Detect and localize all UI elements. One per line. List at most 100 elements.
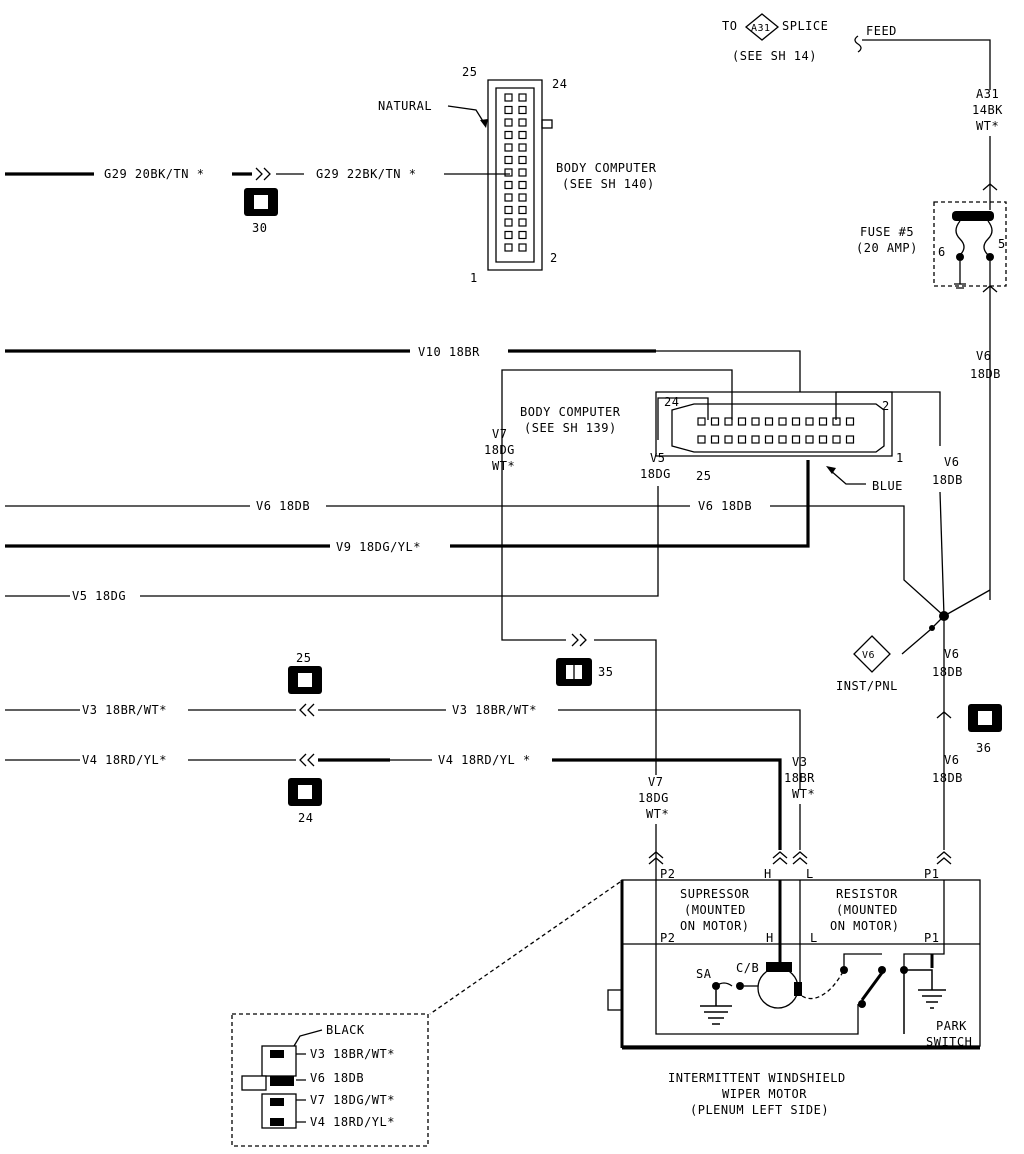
splice-label: SPLICE (782, 19, 828, 33)
fuse-element-left (955, 220, 965, 256)
bc-natural-color: NATURAL (378, 99, 432, 113)
splice-id: A31 (751, 23, 771, 34)
bc-blue-pins (697, 417, 855, 444)
bc-natural-pin-cavity (518, 243, 527, 252)
resistor-wire (843, 953, 882, 968)
g29-left-label: G29 20BK/TN * (104, 167, 204, 181)
splice-a31: TO A31 SPLICE (SEE SH 14) FEED A31 14BK … (722, 13, 1003, 210)
bc-natural-pin-cavity (518, 118, 527, 127)
bc-blue-see: (SEE SH 139) (524, 421, 617, 435)
park-label-1: PARK (936, 1019, 967, 1033)
supressor-line-2: (MOUNTED (684, 903, 746, 917)
fuse-name: FUSE #5 (860, 225, 914, 239)
bc-blue-title: BODY COMPUTER (520, 405, 621, 419)
motor-connector-inset: BLACK V3 18BR/WT* V6 18DB V7 18DG/WT* V4… (231, 881, 621, 1147)
bc-natural-pin-cavity (504, 143, 513, 152)
bc-blue-color: BLUE (872, 479, 903, 493)
park-switch-ground-icon (903, 969, 946, 1034)
fuse-ground-icon (954, 261, 966, 289)
v3b-tracer: WT* (792, 787, 815, 801)
bc-blue-pin-cavity (697, 435, 706, 444)
bc-blue-pin-2: 2 (882, 399, 890, 413)
v6r-gauge: 18DB (970, 367, 1001, 381)
connector-30-label: 30 (252, 221, 267, 235)
v10-label: V10 18BR (418, 345, 480, 359)
fuse-connector-icon (982, 285, 998, 293)
fuse-pin-6-icon (956, 253, 964, 261)
body-computer-blue: 24 2 25 1 BODY COMPUTER (SEE SH 139) BLU… (520, 391, 904, 493)
bc-natural-pin-cavity (504, 155, 513, 165)
brush-side-icon (794, 982, 802, 996)
a31-connector-icon (982, 183, 998, 191)
bc-natural-pin-cavity (504, 105, 513, 115)
bc-blue-pin-cavity (751, 435, 760, 444)
bc-natural-pin-cavity (504, 230, 513, 240)
inset-pin-a-icon (270, 1050, 284, 1058)
bc-blue-arrow-icon (826, 466, 836, 474)
inset-color: BLACK (326, 1023, 365, 1037)
bc-natural-pin-cavity (518, 130, 527, 140)
bc-blue-pin-1: 1 (896, 451, 904, 465)
bc-natural-pin-1: 1 (470, 271, 478, 285)
bc-blue-pin-cavity (805, 435, 814, 444)
fuse-pin-6: 6 (938, 245, 946, 259)
bc-natural-pin-cavity (504, 218, 513, 227)
g29-right-label: G29 22BK/TN * (316, 167, 416, 181)
v9-wire-right (450, 460, 810, 548)
v6r-id: V6 (976, 349, 991, 363)
splice-see: (SEE SH 14) (732, 49, 817, 63)
v5-left-label: V5 18DG (72, 589, 126, 603)
v6-wire-group: V6 18DB V6 18DB V6 18DB (5, 391, 991, 617)
supressor-line-3: ON MOTOR) (680, 919, 750, 933)
bc-natural-see: (SEE SH 140) (562, 177, 655, 191)
motor-connector-symbols (648, 851, 952, 865)
bc-natural-arrow-icon (480, 119, 488, 128)
v5-wire-group: V5 18DG V5 18DG (5, 397, 709, 603)
motor-title-2: WIPER MOTOR (722, 1087, 807, 1101)
bc-natural-pin-cavity (518, 155, 527, 165)
v4-connector-icon (299, 753, 315, 767)
v6d-id: V6 (944, 753, 959, 767)
motor-housing (621, 879, 981, 1047)
bc-blue-pin-cavity (778, 435, 787, 444)
resistor-line-1: RESISTOR (836, 887, 898, 901)
g29-connector-icon (255, 167, 271, 181)
v5-wire-run (140, 486, 659, 597)
bc-natural-pin-cavity (504, 118, 513, 127)
v6-mid-label: V6 18DB (698, 499, 752, 513)
a31-gauge: 14BK (972, 103, 1003, 117)
p2-internal-wire (655, 880, 859, 1035)
motor-shaft-icon (607, 989, 623, 1011)
inset-pin-c: V7 18DG/WT* (310, 1093, 395, 1107)
v3-left-label: V3 18BR/WT* (82, 703, 167, 717)
v7b-gauge: 18DG (638, 791, 669, 805)
motor-cb-label: C/B (736, 961, 759, 975)
v10-wire-group: V10 18BR (5, 345, 801, 420)
bc-blue-pin-cavity (818, 435, 828, 444)
v3-mid-label: V3 18BR/WT* (452, 703, 537, 717)
connector-25-label: 25 (296, 651, 311, 665)
v7-gauge: 18DG (484, 443, 515, 457)
motor-p1-inner: P1 (924, 931, 939, 945)
wiper-motor: P2 H L P1 SUPRESSOR (MOUNTED ON MOTOR) R… (607, 867, 981, 1117)
ground-v6-diamond-icon (853, 635, 891, 673)
connector-24-label: 24 (298, 811, 313, 825)
bc-natural-pin-cavity (504, 243, 513, 252)
v4-wire-right (552, 758, 782, 850)
cb-dot-icon (736, 982, 744, 990)
splice-v6-inst: V6 INST/PNL V6 18DB V6 18DB 36 (836, 611, 1002, 850)
inset-pin-d: V4 18RD/YL* (310, 1115, 395, 1129)
v4-mid-label: V4 18RD/YL * (438, 753, 531, 767)
fuse-block-outline (933, 201, 1007, 287)
v6-pin-wire (835, 391, 941, 446)
v7-wire-lower (594, 639, 657, 775)
v9-wire-group: V9 18DG/YL* (5, 460, 810, 554)
motor-sa-label: SA (696, 967, 712, 981)
fuse-element-right (983, 220, 993, 256)
motor-p2-top: P2 (660, 867, 675, 881)
v6b-gauge: 18DB (932, 473, 963, 487)
splice-dot2-icon (929, 625, 935, 631)
bc-blue-pin-cavity (818, 417, 828, 426)
v7-wire-upper (501, 369, 733, 641)
v6-connector-icon (936, 711, 952, 719)
